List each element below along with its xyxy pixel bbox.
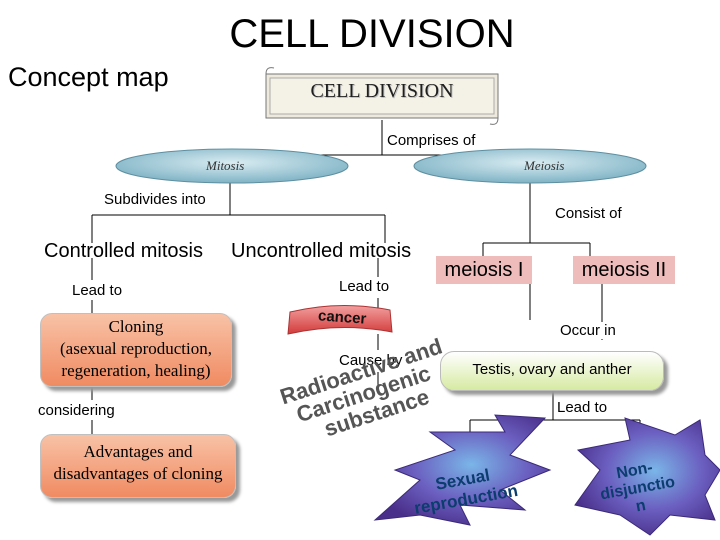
root-node-label: CELL DIVISION: [310, 80, 454, 102]
root-scroll: [265, 67, 499, 125]
mitosis-node: Mitosis: [206, 158, 245, 173]
link-cause-by: Cause by: [337, 352, 405, 369]
controlled-mitosis-node: Controlled mitosis: [44, 240, 203, 262]
mitosis-ellipse: [115, 148, 349, 184]
cloning-line-2: (asexual reproduction,: [60, 339, 212, 358]
page-subtitle: Concept map: [8, 62, 169, 92]
link-considering: considering: [36, 402, 117, 419]
cloning-line-3: regeneration, healing): [61, 361, 211, 380]
link-lead-to-left: Lead to: [70, 282, 125, 299]
advantages-node: Advantages and disadvantages of cloning: [40, 434, 236, 498]
meiosis-2-node: meiosis II: [573, 256, 675, 284]
link-comprises: Comprises of: [385, 132, 478, 149]
cancer-node: cancer: [317, 307, 367, 328]
cloning-node: Cloning (asexual reproduction, regenerat…: [40, 313, 232, 387]
link-lead-to-right: Lead to: [555, 399, 610, 416]
sexual-reproduction-burst: [373, 414, 552, 526]
meiosis-node: Meiosis: [524, 158, 565, 173]
link-consist: Consist of: [553, 205, 624, 222]
advantages-line-2: disadvantages of cloning: [53, 464, 223, 483]
link-subdivides: Subdivides into: [102, 191, 208, 208]
page-title: CELL DIVISION: [229, 12, 515, 56]
meiosis-ellipse: [413, 148, 647, 184]
nondisjunction-burst: [574, 417, 720, 536]
uncontrolled-mitosis-node: Uncontrolled mitosis: [231, 240, 412, 262]
cancer-banner: [287, 304, 393, 335]
advantages-line-1: Advantages and: [83, 442, 193, 461]
meiosis-1-node: meiosis I: [436, 256, 532, 284]
testis-ovary-anther-node: Testis, ovary and anther: [440, 351, 664, 391]
cloning-line-1: Cloning: [108, 317, 164, 336]
link-occur-in: Occur in: [558, 322, 618, 339]
link-lead-to-mid: Lead to: [337, 278, 392, 295]
